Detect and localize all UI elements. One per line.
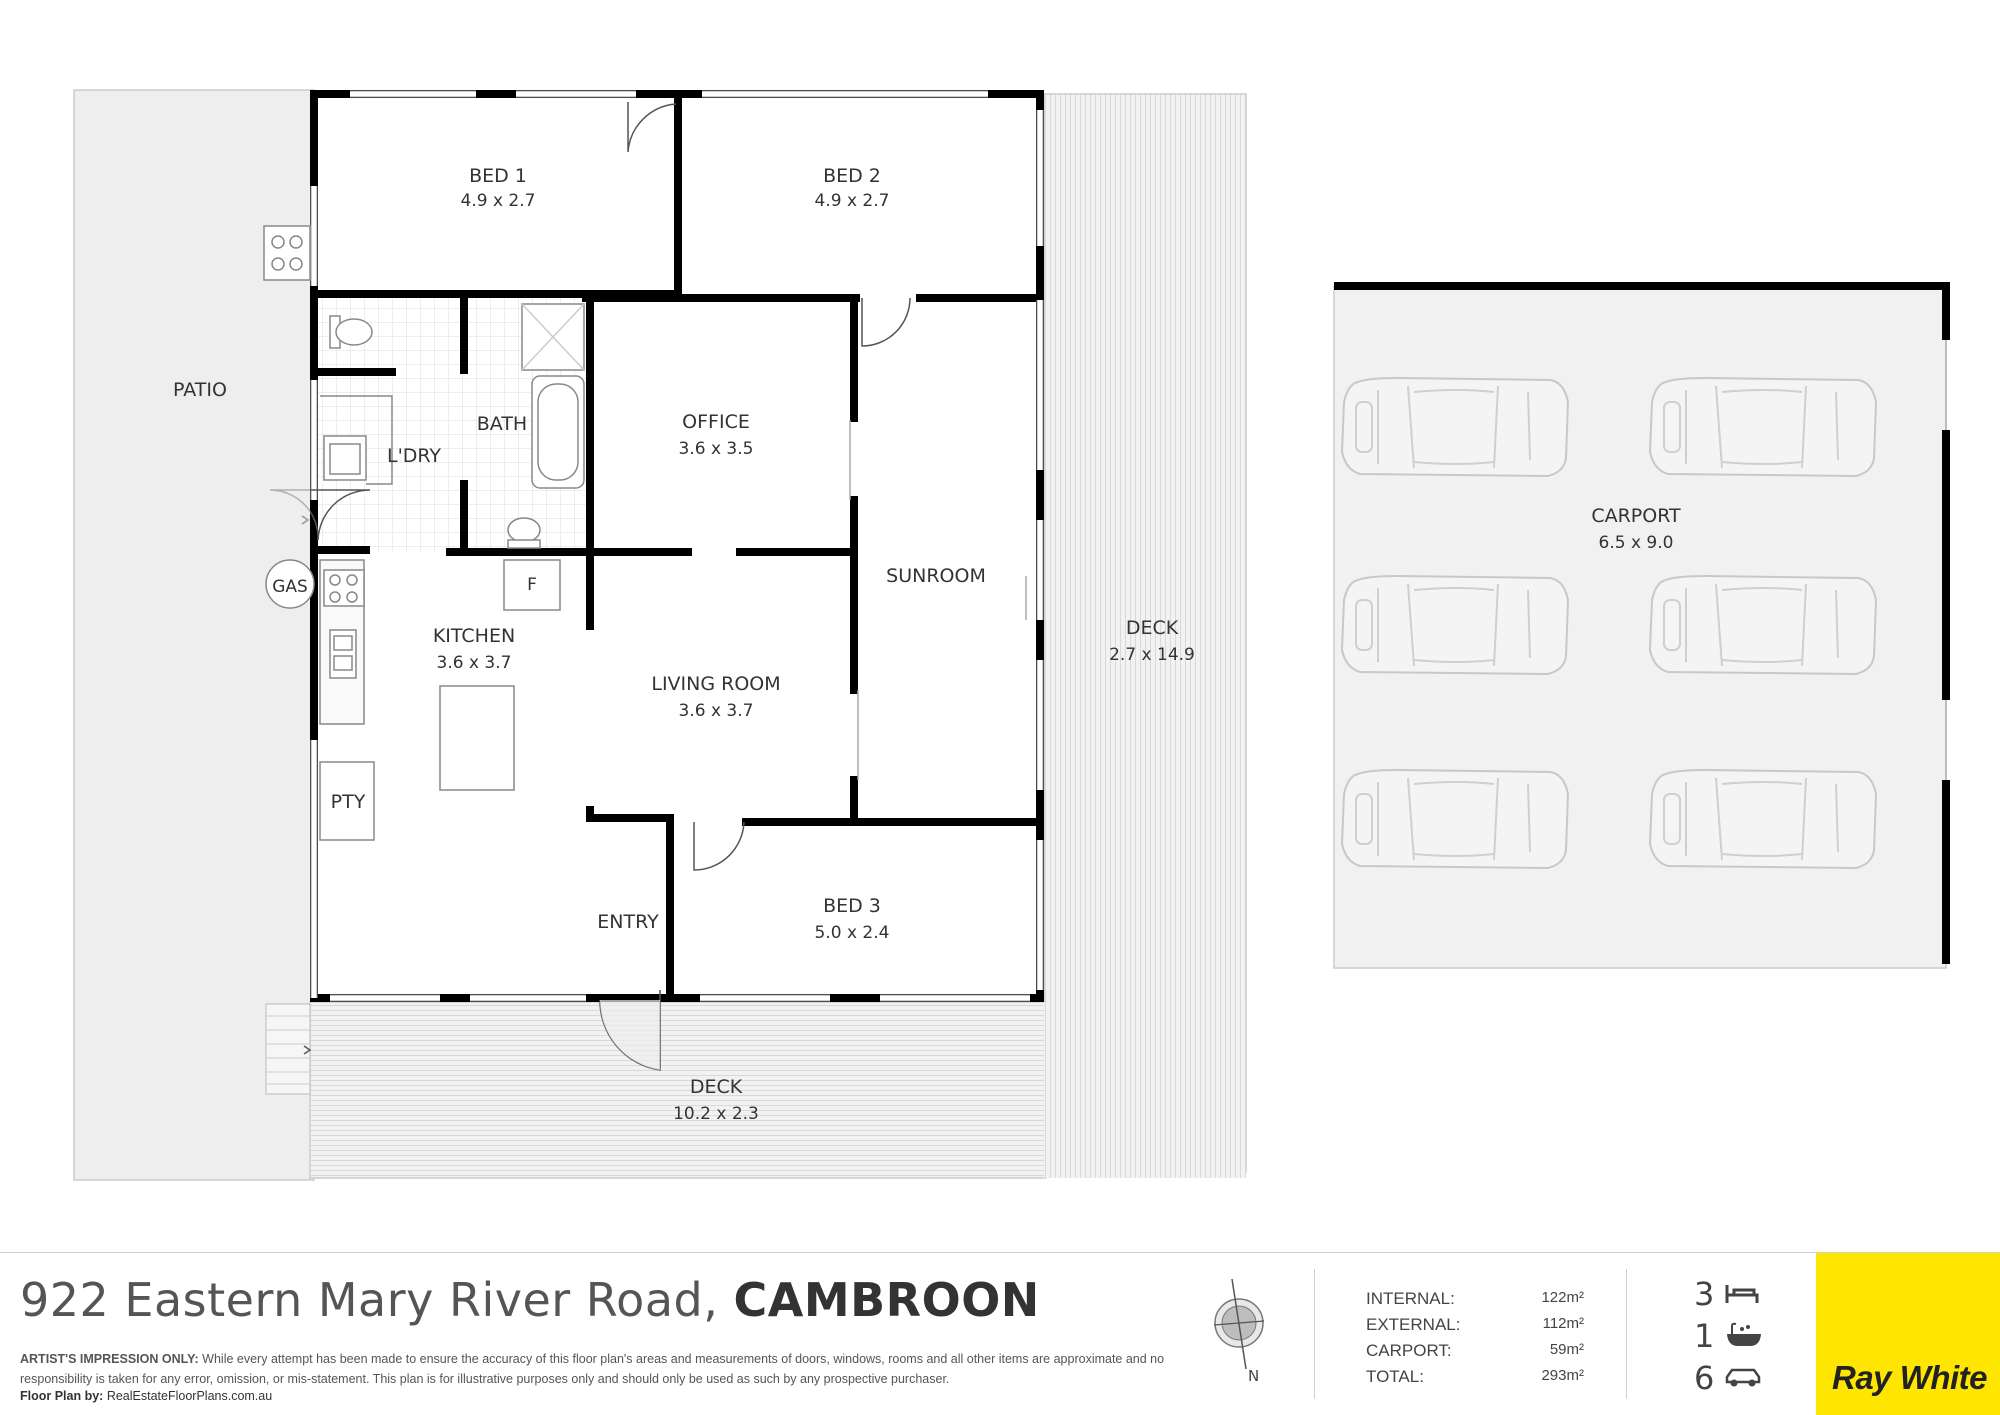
front-deck-area <box>309 1001 1047 1179</box>
front-deck-label: DECK <box>690 1076 743 1098</box>
fixtures <box>263 225 1027 841</box>
compass-icon: N <box>1206 1273 1272 1390</box>
car-count: 6 <box>1694 1359 1715 1397</box>
bed1-dim: 4.9 x 2.7 <box>461 191 536 211</box>
patio-label: PATIO <box>173 379 227 401</box>
pantry-label: PTY <box>331 791 366 813</box>
entry-label: ENTRY <box>597 911 659 933</box>
windows <box>311 91 1043 1001</box>
kitchen-dim: 3.6 x 3.7 <box>437 653 512 673</box>
area-row: CARPORT:59m² <box>1366 1341 1584 1360</box>
bed-count: 3 <box>1694 1275 1715 1313</box>
area-summary: INTERNAL:122m² EXTERNAL:112m² CARPORT:59… <box>1366 1289 1584 1393</box>
carport-area <box>1333 282 1950 969</box>
side-deck-area <box>1043 93 1247 1173</box>
side-deck-label: DECK <box>1126 617 1179 639</box>
brand-logo: Ray White <box>1816 1253 2000 1415</box>
office-dim: 3.6 x 3.5 <box>679 439 754 459</box>
bath-icon <box>1727 1322 1761 1346</box>
suburb: CAMBROON <box>733 1273 1040 1327</box>
bed-icon <box>1725 1285 1759 1303</box>
property-address: 922 Eastern Mary River Road, CAMBROON <box>20 1273 1040 1327</box>
gas-label: GAS <box>272 577 308 597</box>
sunroom-label: SUNROOM <box>886 565 986 587</box>
kitchen-label: KITCHEN <box>433 625 515 647</box>
living-label: LIVING ROOM <box>651 673 780 695</box>
bed2-dim: 4.9 x 2.7 <box>815 191 890 211</box>
floor-plan: BED 1 4.9 x 2.7 BED 2 4.9 x 2.7 PATIO BA… <box>73 89 1950 1181</box>
bed2-label: BED 2 <box>823 165 881 187</box>
front-deck-dim: 10.2 x 2.3 <box>673 1104 759 1124</box>
area-row: INTERNAL:122m² <box>1366 1289 1584 1308</box>
fridge-label: F <box>527 575 537 595</box>
laundry-label: L'DRY <box>387 445 441 467</box>
carport-dim: 6.5 x 9.0 <box>1599 533 1674 553</box>
entry-steps <box>265 1003 312 1095</box>
bed1-label: BED 1 <box>469 165 527 187</box>
living-dim: 3.6 x 3.7 <box>679 701 754 721</box>
disclaimer: ARTIST'S IMPRESSION ONLY: While every at… <box>20 1352 1165 1386</box>
bath-label: BATH <box>477 413 527 435</box>
carport-label: CARPORT <box>1591 505 1681 527</box>
area-row: EXTERNAL:112m² <box>1366 1315 1584 1334</box>
bed3-label: BED 3 <box>823 895 881 917</box>
car-icon <box>1725 1368 1761 1387</box>
footer: 922 Eastern Mary River Road, CAMBROON AR… <box>0 1252 2000 1415</box>
floor-plan-credit: Floor Plan by: RealEstateFloorPlans.com.… <box>20 1389 273 1403</box>
room-counts: 3 1 6 <box>1694 1273 1764 1399</box>
office-label: OFFICE <box>682 411 750 433</box>
svg-text:N: N <box>1248 1367 1259 1385</box>
bath-count: 1 <box>1694 1317 1715 1355</box>
side-deck-dim: 2.7 x 14.9 <box>1109 645 1195 665</box>
bed3-dim: 5.0 x 2.4 <box>815 923 890 943</box>
area-row: TOTAL:293m² <box>1366 1367 1584 1386</box>
